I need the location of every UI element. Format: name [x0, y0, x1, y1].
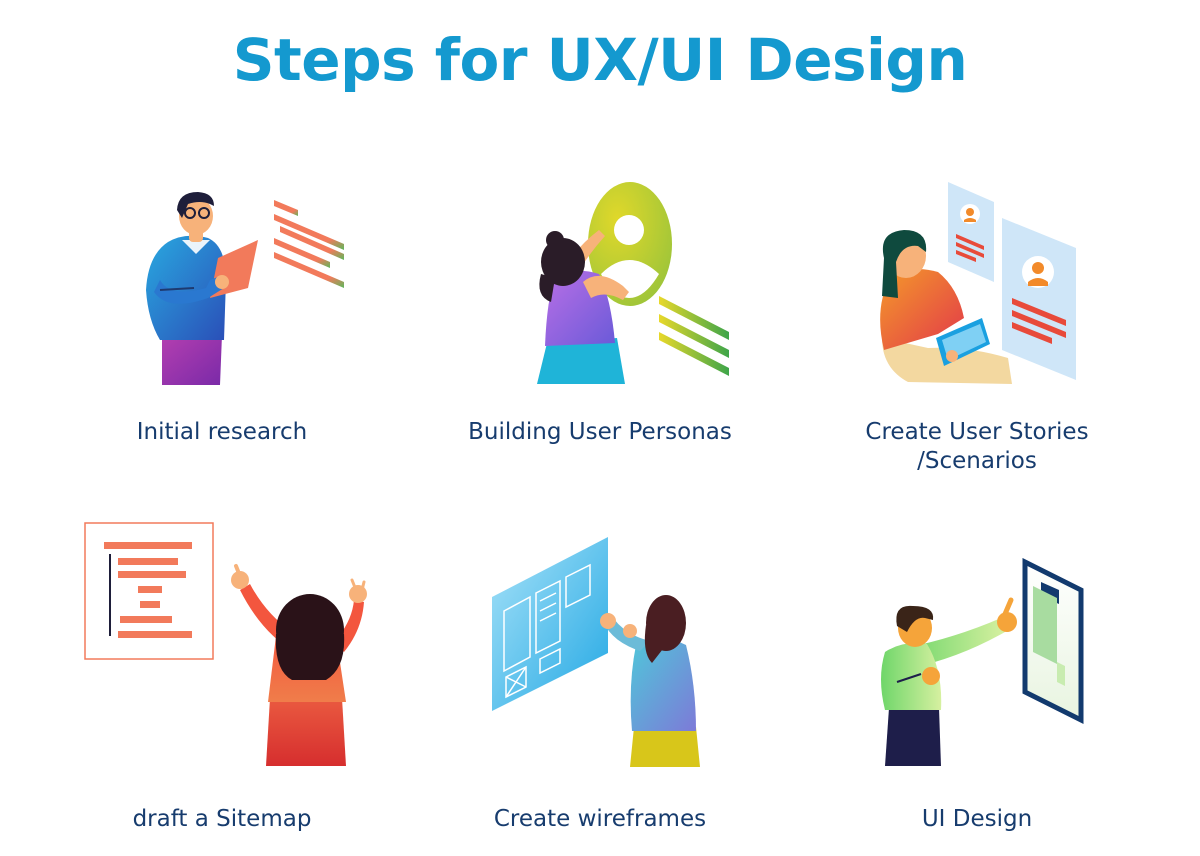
person-at-wireframe-board-icon — [492, 537, 700, 767]
step-label: Create User Stories /Scenarios — [817, 418, 1137, 476]
step-label: Initial research — [136, 419, 308, 445]
page-title: Steps for UX/UI Design — [232, 26, 968, 94]
person-pointing-at-phone-icon — [881, 558, 1084, 766]
step-label: Building User Personas — [468, 419, 732, 445]
step-label-line: /Scenarios — [917, 448, 1037, 474]
step-label-line: Create User Stories — [865, 419, 1089, 445]
person-cheering-at-sitemap-icon — [84, 522, 367, 766]
person-holding-avatar-icon — [537, 182, 729, 384]
step-label: draft a Sitemap — [132, 806, 312, 832]
person-with-tablet-and-profile-cards-icon — [880, 182, 1076, 384]
step-label: Create wireframes — [493, 806, 707, 832]
researcher-with-clipboard-icon — [146, 192, 344, 385]
step-label: UI Design — [921, 806, 1033, 832]
